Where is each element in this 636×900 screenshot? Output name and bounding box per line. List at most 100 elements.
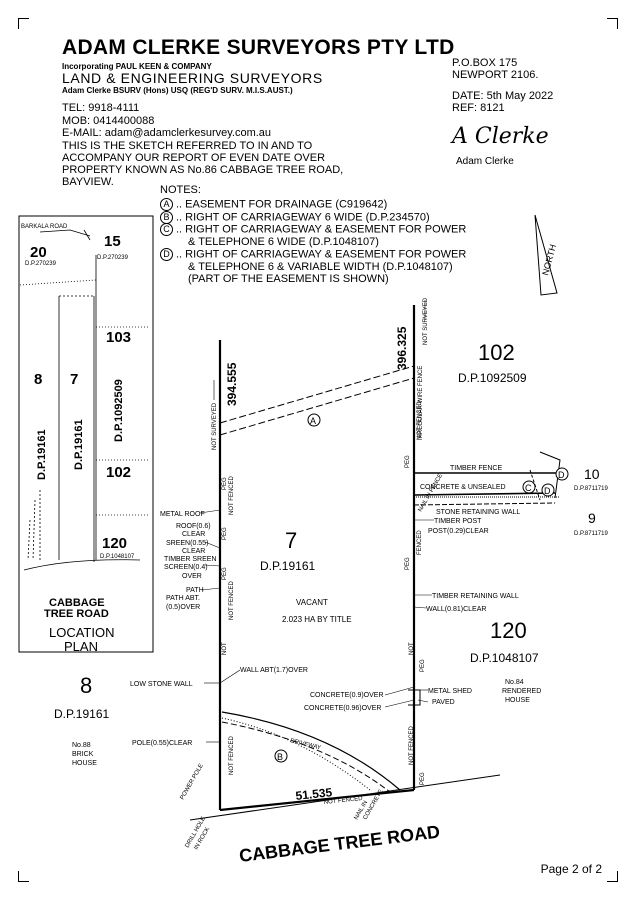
dim-front: 51.535	[295, 785, 333, 803]
lot10-number: 10	[584, 466, 600, 482]
note-item: (PART OF THE EASEMENT IS SHOWN)	[160, 273, 389, 285]
note-item: D.. RIGHT OF CARRIAGEWAY & EASEMENT FOR …	[160, 248, 466, 261]
qualifications-text: Adam Clerke BSURV (Hons) USQ (REG'D SURV…	[62, 86, 293, 95]
location-plan	[19, 229, 150, 571]
post-clear-label: POST(0.29)CLEAR	[428, 528, 489, 535]
sketch-line: THIS IS THE SKETCH REFERRED TO IN AND TO	[62, 140, 313, 152]
not-fenced-label: NOT FENCED	[229, 475, 235, 515]
timber-sreen-label: TIMBER SREEN	[164, 556, 217, 563]
sketch-line: PROPERTY KNOWN AS No.86 CABBAGE TREE ROA…	[62, 164, 344, 176]
location-cabbage-2: TREE ROAD	[44, 608, 109, 620]
discipline-text: LAND & ENGINEERING SURVEYORS	[62, 70, 323, 86]
stone-wall-label: STONE RETAINING WALL	[436, 509, 520, 516]
location-lot20: 20	[30, 244, 47, 261]
not-label: NOT	[409, 642, 415, 655]
lot9-number: 9	[588, 510, 596, 526]
lot102-dp: D.P.1092509	[458, 371, 527, 385]
driveway-label: DRIVEWAY	[290, 738, 322, 751]
lot120-dp: D.P.1048107	[470, 651, 539, 665]
location-lot15-dp: D.P.270239	[97, 255, 129, 261]
lot102-number: 102	[478, 340, 515, 365]
marker-d: D	[558, 470, 565, 480]
metal-shed-label: METAL SHED	[428, 688, 472, 695]
fenced-label: FENCED	[417, 530, 423, 555]
location-lot120: 120	[102, 535, 127, 552]
peg-label: PEG	[222, 527, 228, 540]
house88-line: No.88	[72, 742, 91, 749]
not-label: NOT	[222, 642, 228, 655]
paved-label: PAVED	[432, 699, 455, 706]
lot7-dp: D.P.19161	[260, 559, 315, 573]
location-lot8: 8	[34, 371, 42, 388]
note-item: B.. RIGHT OF CARRIAGEWAY 6 WIDE (D.P.234…	[160, 210, 430, 224]
not-fenced-label: NOT FENCED	[417, 400, 423, 440]
dim-right: 396.325	[395, 326, 409, 370]
over-label: OVER	[182, 573, 202, 580]
location-dp-b: D.P.19161	[73, 419, 85, 470]
peg-label: PEG	[222, 567, 228, 580]
leader-lines	[199, 300, 434, 743]
wall-abt-label: WALL ABT(1.7)OVER	[240, 667, 308, 674]
not-fenced-label: NOT FENCED	[229, 580, 235, 620]
date-text: DATE: 5th May 2022	[452, 90, 554, 102]
location-cabbage-1: CABBAGE	[49, 597, 105, 609]
mob-text: MOB: 0414400088	[62, 115, 155, 127]
roof-label: ROOF(0.6)	[176, 523, 211, 530]
ref-text: REF: 8121	[452, 102, 505, 114]
note-text: .. RIGHT OF CARRIAGEWAY 6 WIDE (D.P.2345…	[176, 210, 430, 223]
location-lot7: 7	[70, 371, 78, 388]
timber-post-label: TIMBER POST	[434, 518, 482, 525]
firm-name: ADAM CLERKE SURVEYORS PTY LTD	[62, 36, 455, 59]
sketch-line: ACCOMPANY OUR REPORT OF EVEN DATE OVER	[62, 152, 326, 164]
not-surveyed-right: NOT SURVEYED	[423, 297, 429, 345]
location-lot103: 103	[106, 329, 131, 346]
marker-a: A	[310, 416, 316, 426]
note-text: & TELEPHONE 6 & VARIABLE WIDTH (D.P.1048…	[188, 260, 453, 273]
sketch-line: BAYVIEW.	[62, 176, 114, 188]
nail-in-fence: NAIL IN FENCE	[418, 473, 445, 513]
irregular-fence: IRREGULAR WIRE FENCE	[418, 366, 424, 440]
road-name: CABBAGE TREE ROAD	[238, 821, 441, 865]
dim-left: 394.555	[225, 362, 239, 406]
vacant-label: VACANT	[296, 598, 328, 607]
tel-text: TEL: 9918-4111	[62, 102, 140, 114]
email-text: E-MAIL: adam@adamclerkesurvey.com.au	[62, 127, 272, 139]
note-text: .. RIGHT OF CARRIAGEWAY & EASEMENT FOR P…	[176, 248, 467, 261]
house84-line: No.84	[505, 679, 524, 686]
incorporating-text: Incorporating PAUL KEEN & COMPANY	[62, 62, 212, 71]
page-number: Page 2 of 2	[540, 862, 602, 876]
peg-label: PEG	[420, 659, 426, 672]
wall-clear-label: WALL(0.81)CLEAR	[426, 606, 486, 613]
lot120-number: 120	[490, 618, 527, 643]
lot-boundaries	[189, 305, 561, 821]
peg-label: PEG	[405, 455, 411, 468]
location-road: BARKALA ROAD	[21, 224, 68, 230]
crop-mark	[607, 18, 618, 29]
house88-line: BRICK	[72, 751, 94, 758]
front-not-fenced: NOT FENCED	[324, 796, 364, 806]
annotation-labels: TIMBER FENCE CONCRETE & UNSEALED STONE R…	[130, 465, 520, 747]
concrete-09-label: CONCRETE(0.9)OVER	[310, 692, 384, 699]
crop-mark	[18, 871, 29, 882]
lot10-dp: D.P.8711719	[574, 486, 608, 492]
note-letter: C	[160, 223, 173, 236]
marker-d2: D	[544, 486, 551, 496]
not-fenced-label: NOT FENCED	[229, 735, 235, 775]
location-plan-box	[18, 215, 154, 653]
signatory-text: Adam Clerke	[456, 156, 514, 167]
lot8-dp: D.P.19161	[54, 707, 109, 721]
area-label: 2.023 HA BY TITLE	[282, 615, 352, 624]
signature: A Clerke	[452, 124, 549, 149]
location-dp1092509: D.P.1092509	[113, 379, 125, 442]
note-letter: D	[160, 248, 173, 261]
suburb-text: NEWPORT 2106.	[452, 69, 539, 81]
metal-roof-label: METAL ROOF	[160, 511, 205, 518]
location-title-1: LOCATION	[49, 625, 115, 640]
low-stone-wall-label: LOW STONE WALL	[130, 681, 193, 688]
location-title-2: PLAN	[64, 639, 98, 654]
lot8-number: 8	[80, 673, 92, 698]
location-lot20-dp: D.P.270239	[25, 261, 57, 267]
marker-b: B	[277, 752, 283, 762]
